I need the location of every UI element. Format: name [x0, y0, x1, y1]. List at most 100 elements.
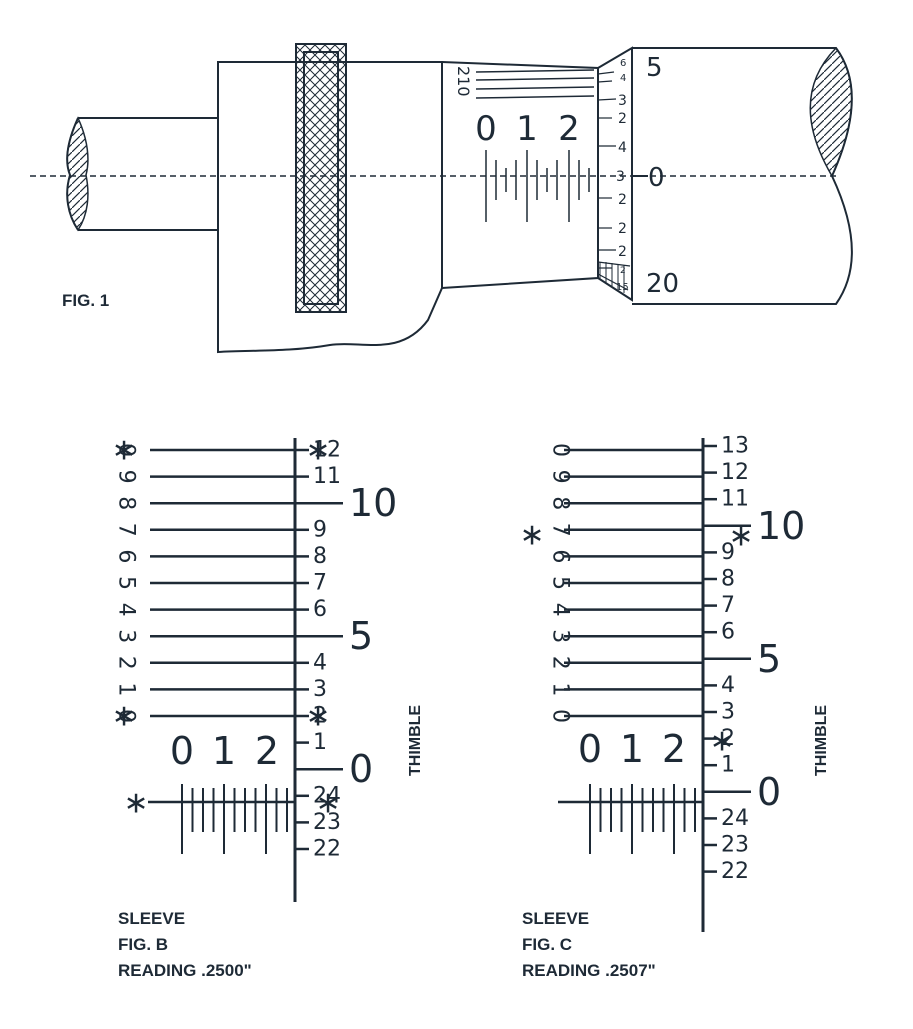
sleeve-digit-2: 2	[558, 109, 580, 149]
thimble-number: 6	[313, 597, 327, 622]
thimble-number: 13	[721, 434, 749, 459]
thimble-number: 7	[313, 571, 327, 596]
sleeve-digit-0: 0	[475, 109, 497, 149]
asterisk-marker: ∗	[111, 433, 136, 468]
caption-reading: READING .2500"	[118, 961, 252, 980]
asterisk-marker: ∗	[728, 519, 753, 554]
thimble-number: 3	[313, 677, 327, 702]
thimble-end-hatch	[809, 46, 853, 178]
vernier-digit: 8	[114, 496, 139, 510]
vernier-digit: 7	[548, 523, 573, 537]
vernier-digit: 4	[114, 603, 139, 617]
thimble-number: 24	[721, 806, 749, 831]
thimble-number: 5	[757, 637, 781, 681]
vernier-digit: 9	[548, 470, 573, 484]
thimble-number: 3	[721, 700, 735, 725]
thimble-label-5: 5	[646, 53, 663, 83]
thimble-number: 10	[349, 481, 397, 525]
sleeve-digit: 0	[578, 727, 602, 771]
vernier-side-digits: 210	[454, 66, 473, 97]
sleeve-digit: 2	[662, 727, 686, 771]
thimble-number: 9	[721, 540, 735, 565]
thimble-number: 12	[313, 438, 341, 463]
thimble-number: 8	[721, 567, 735, 592]
caption-figure: FIG. C	[522, 935, 572, 954]
frame-body	[217, 61, 443, 354]
bevel-label: 3	[616, 169, 625, 185]
vernier-digit: 9	[114, 470, 139, 484]
vernier-digit: 4	[548, 603, 573, 617]
sleeve-digit: 1	[212, 729, 236, 773]
vernier-digit: 5	[114, 576, 139, 590]
thimble-number: 4	[313, 650, 327, 675]
thimble-number: 6	[721, 620, 735, 645]
asterisk-marker: ∗	[709, 724, 734, 759]
figure-1-micrometer: FIG. 1 0 1 2 210 5 0 20 6 4 3 2 4 3 2 2 …	[30, 43, 853, 354]
vernier-digit: 6	[114, 549, 139, 563]
sleeve-vernier-lines	[475, 69, 595, 99]
asterisk-marker: ∗	[305, 433, 330, 468]
thimble-bevel-hatch	[599, 262, 625, 293]
vernier-digit: 8	[548, 496, 573, 510]
thimble-number: 12	[721, 460, 749, 485]
asterisk-marker: ∗	[519, 518, 544, 553]
sleeve-barrel	[441, 61, 599, 289]
thimble-number: 9	[313, 517, 327, 542]
thimble-number: 10	[757, 504, 805, 548]
vernier-digit: 1	[114, 682, 139, 696]
thimble-number: 24	[313, 783, 341, 808]
thimble-number: 2	[721, 726, 735, 751]
thimble-number: 11	[313, 464, 341, 489]
bevel-label: 2	[618, 221, 627, 237]
thimble-number: 23	[721, 833, 749, 858]
bevel-label: 4	[618, 140, 627, 156]
spindle-end-hatch	[66, 116, 89, 232]
vernier-digit: 1	[548, 682, 573, 696]
thimble-number: 22	[313, 837, 341, 862]
vernier-digit: 0	[114, 709, 139, 723]
vernier-digit: 0	[548, 709, 573, 723]
vernier-digit: 3	[548, 629, 573, 643]
thimble-number: 5	[349, 614, 373, 658]
thimble-number: 2	[313, 704, 327, 729]
sleeve-digit: 2	[255, 729, 279, 773]
thimble-label: THIMBLE	[813, 705, 830, 776]
caption-sleeve: SLEEVE	[522, 909, 589, 928]
vernier-digit: 0	[114, 443, 139, 457]
thimble-number: 1	[721, 753, 735, 778]
bevel-label: 2	[618, 192, 627, 208]
asterisk-marker: ∗	[305, 699, 330, 734]
vernier-digit: 2	[114, 656, 139, 670]
bevel-label: 15	[616, 282, 629, 293]
thimble-number: 8	[313, 544, 327, 569]
thimble-label-20: 20	[646, 269, 679, 299]
bevel-label: 3	[618, 93, 627, 109]
vernier-digit: 0	[548, 443, 573, 457]
thimble-number: 23	[313, 810, 341, 835]
vernier-digit: 7	[114, 523, 139, 537]
bevel-label: 6	[620, 58, 626, 69]
thimble-number: 4	[721, 673, 735, 698]
caption-reading: READING .2507"	[522, 961, 656, 980]
spindle-shaft	[78, 117, 218, 231]
asterisk-marker: ∗	[111, 699, 136, 734]
sleeve-digit: 0	[170, 729, 194, 773]
thimble-number: 7	[721, 593, 735, 618]
vernier-digit: 2	[548, 656, 573, 670]
thimble-label-0: 0	[648, 163, 665, 193]
caption-sleeve: SLEEVE	[118, 909, 185, 928]
thimble-bevel	[597, 46, 633, 302]
thimble-number: 22	[721, 859, 749, 884]
bevel-label: 2	[620, 266, 626, 276]
bevel-label: 2	[618, 244, 627, 260]
vernier-digit: 3	[114, 629, 139, 643]
thimble-number: 0	[757, 770, 781, 814]
thimble-number: 0	[349, 747, 373, 791]
thimble-number: 1	[313, 730, 327, 755]
vernier-digit: 6	[548, 549, 573, 563]
sleeve-digit-1: 1	[516, 109, 538, 149]
